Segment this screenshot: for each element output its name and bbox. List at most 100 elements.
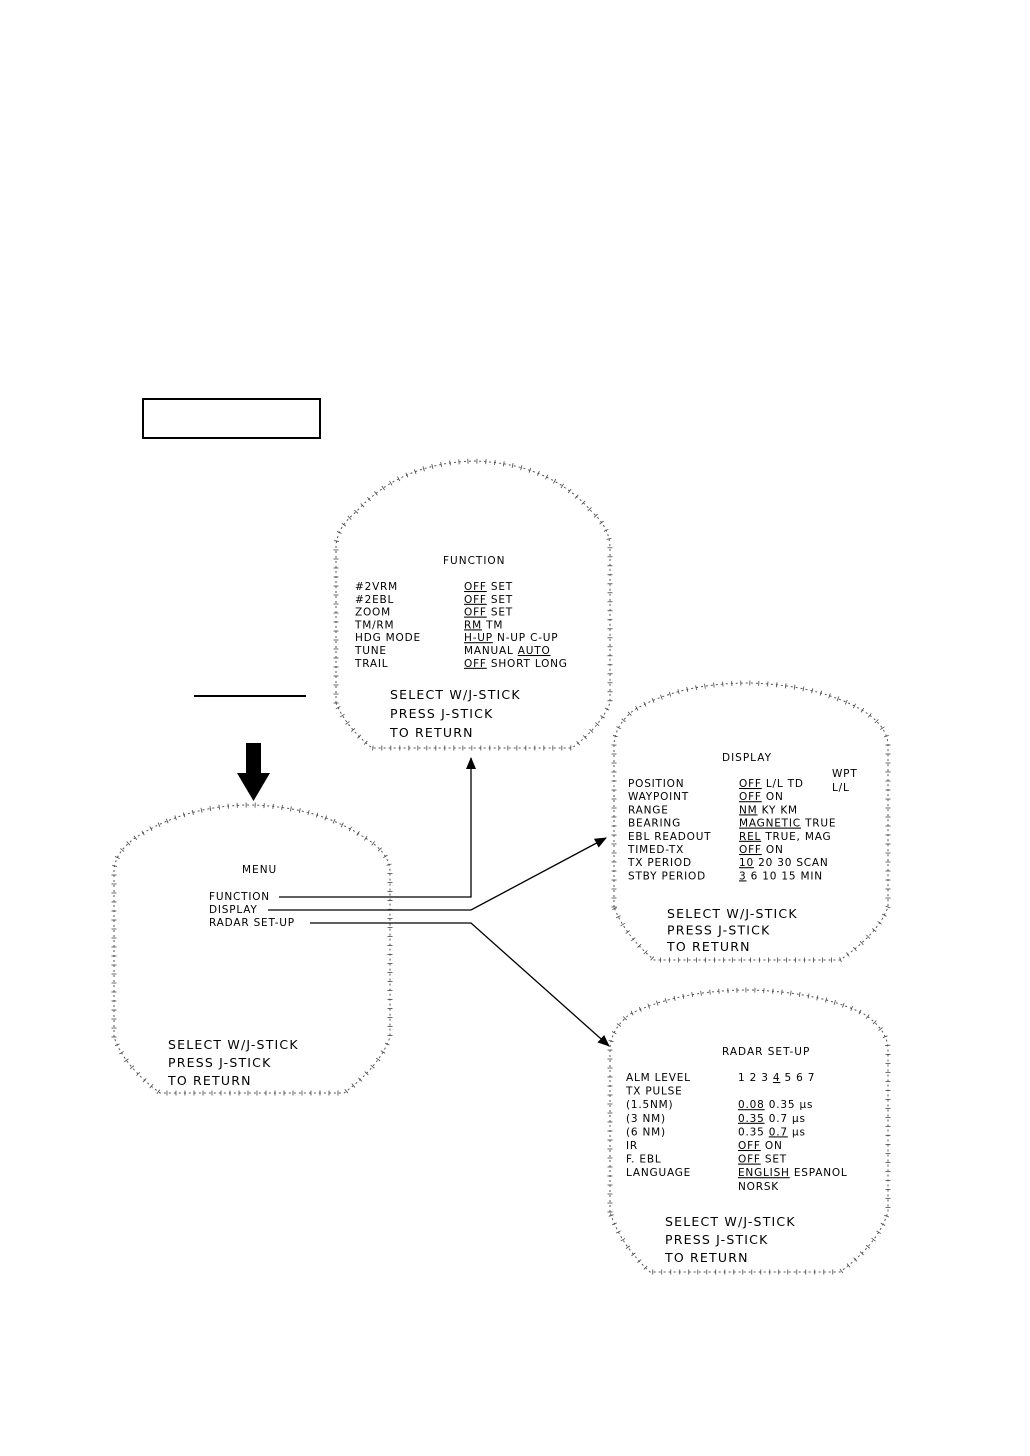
option-value[interactable]: SET xyxy=(491,594,513,606)
option-value[interactable]: OFF xyxy=(464,607,487,619)
option-value[interactable]: 0.7 xyxy=(769,1126,788,1138)
option-value[interactable]: OFF xyxy=(464,594,487,606)
option-value[interactable]: μs xyxy=(792,1126,806,1138)
option-value[interactable]: 5 xyxy=(785,1072,792,1084)
option-value[interactable]: MIN xyxy=(800,870,822,882)
option-value[interactable]: TRUE, xyxy=(764,831,800,843)
function-row-options[interactable]: OFF SET xyxy=(464,594,513,606)
function-row-options[interactable]: MANUAL AUTO xyxy=(464,645,551,657)
option-value[interactable]: L/L xyxy=(766,778,784,790)
option-value[interactable]: 6 xyxy=(751,870,758,882)
function-row-options[interactable]: RM TM xyxy=(464,619,503,631)
display-row-options[interactable]: 10 20 30 SCAN xyxy=(739,857,829,869)
option-value[interactable]: MAG xyxy=(805,831,832,843)
option-value[interactable]: μs xyxy=(799,1099,813,1111)
option-value[interactable]: MAGNETIC xyxy=(739,818,801,830)
display-row-options[interactable]: OFF ON xyxy=(739,791,784,803)
function-row-options[interactable]: OFF SHORT LONG xyxy=(464,658,568,670)
option-value[interactable]: 0.35 xyxy=(738,1113,765,1125)
display-row-options[interactable]: 3 6 10 15 MIN xyxy=(739,870,823,882)
radar-row[interactable]: (1.5NM)0.08 0.35 μs xyxy=(626,1099,813,1111)
option-value[interactable]: KY xyxy=(762,804,777,816)
display-row-options[interactable]: REL TRUE, MAG xyxy=(739,831,831,843)
option-value[interactable]: μs xyxy=(792,1113,806,1125)
menu-item[interactable]: FUNCTION xyxy=(209,891,270,903)
radar-row[interactable]: (6 NM)0.35 0.7 μs xyxy=(626,1126,806,1138)
option-value[interactable]: OFF xyxy=(738,1154,761,1166)
option-value[interactable]: N-UP xyxy=(497,632,526,644)
option-value[interactable]: 0.35 xyxy=(769,1099,796,1111)
radar-row-options[interactable]: 0.08 0.35 μs xyxy=(738,1099,813,1111)
option-value[interactable]: SET xyxy=(491,581,513,593)
radar-row-options[interactable]: OFF ON xyxy=(738,1140,783,1152)
option-value[interactable]: ESPANOL xyxy=(794,1167,848,1179)
menu-item[interactable]: DISPLAY xyxy=(209,904,258,916)
radar-row-options[interactable]: 1 2 3 4 5 6 7 xyxy=(738,1072,815,1084)
option-value[interactable]: ENGLISH xyxy=(738,1167,790,1179)
radar-row[interactable]: (3 NM)0.35 0.7 μs xyxy=(626,1113,806,1125)
option-value[interactable]: KM xyxy=(780,804,798,816)
function-row-options[interactable]: H-UP N-UP C-UP xyxy=(464,632,558,644)
display-row-options[interactable]: OFF L/L TD xyxy=(739,778,804,790)
option-value[interactable]: 10 xyxy=(739,857,754,869)
option-value[interactable]: ON xyxy=(765,1140,783,1152)
option-value[interactable]: 6 xyxy=(796,1072,803,1084)
option-value[interactable]: 20 xyxy=(758,857,773,869)
radar-row-options[interactable]: ENGLISH ESPANOL xyxy=(738,1167,848,1179)
display-row-options[interactable]: NM KY KM xyxy=(739,804,798,816)
option-value[interactable]: 2 xyxy=(750,1072,757,1084)
option-value[interactable]: TRUE xyxy=(804,818,836,830)
option-value[interactable]: 30 xyxy=(777,857,792,869)
radar-row-options[interactable]: 0.35 0.7 μs xyxy=(738,1113,806,1125)
option-value[interactable]: 4 xyxy=(773,1072,780,1084)
option-value[interactable]: OFF xyxy=(464,581,487,593)
option-value[interactable]: 3 xyxy=(739,870,746,882)
option-value[interactable]: TM xyxy=(485,619,503,631)
display-row-options[interactable]: MAGNETIC TRUE xyxy=(739,818,836,830)
option-value[interactable]: 7 xyxy=(808,1072,815,1084)
option-value[interactable]: SET xyxy=(765,1154,787,1166)
option-value[interactable]: REL xyxy=(739,831,761,843)
function-row-options[interactable]: OFF SET xyxy=(464,581,513,593)
option-value[interactable]: 0.08 xyxy=(738,1099,765,1111)
display-row-options[interactable]: OFF ON xyxy=(739,844,784,856)
radar-row[interactable]: TX PULSE xyxy=(625,1086,683,1098)
option-value[interactable]: OFF xyxy=(739,791,762,803)
option-value[interactable]: SET xyxy=(491,607,513,619)
option-value[interactable]: NORSK xyxy=(738,1181,779,1193)
option-value[interactable]: RM xyxy=(464,619,482,631)
option-value[interactable]: SHORT xyxy=(491,658,531,670)
option-value[interactable]: 0.35 xyxy=(738,1126,765,1138)
option-value[interactable]: 15 xyxy=(781,870,796,882)
option-value[interactable]: NM xyxy=(739,804,758,816)
option-value[interactable]: LONG xyxy=(535,658,568,670)
option-value[interactable]: TD xyxy=(787,778,804,790)
option-value[interactable]: OFF xyxy=(464,658,487,670)
radar-row-options[interactable]: OFF SET xyxy=(738,1154,787,1166)
option-value[interactable]: ON xyxy=(766,844,784,856)
function-row-options[interactable]: OFF SET xyxy=(464,607,513,619)
menu-item[interactable]: RADAR SET-UP xyxy=(209,917,295,929)
option-value[interactable]: SCAN xyxy=(796,857,828,869)
option-value[interactable]: 1 xyxy=(738,1072,745,1084)
option-value[interactable]: OFF xyxy=(739,844,762,856)
option-value[interactable]: ON xyxy=(766,791,784,803)
radar-row-options[interactable]: 0.35 0.7 μs xyxy=(738,1126,806,1138)
